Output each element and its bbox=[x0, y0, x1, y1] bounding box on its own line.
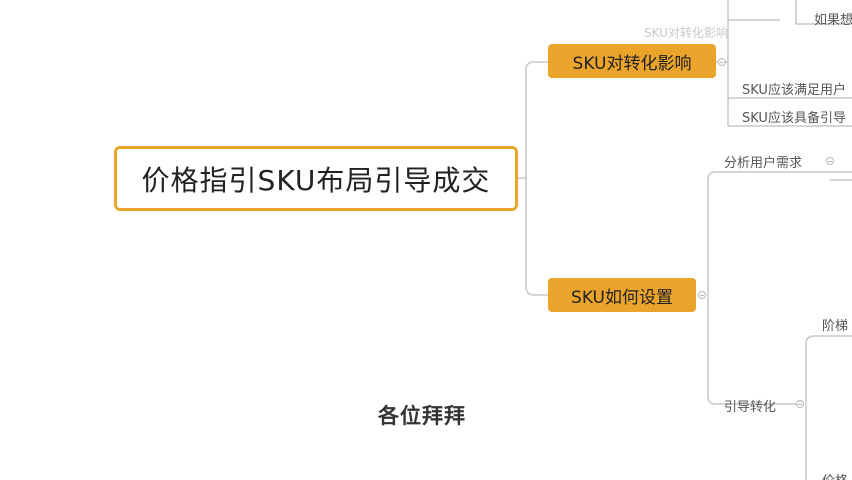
leaf-meet-users[interactable]: SKU应该满足用户 bbox=[742, 83, 846, 98]
root-topic-label: 价格指引SKU布局引导成交 bbox=[141, 163, 491, 197]
branch-sku-setup[interactable]: SKU如何设置 bbox=[548, 278, 696, 312]
connector-root-branch1 bbox=[518, 61, 548, 179]
sub-guide-conversion[interactable]: 引导转化 bbox=[724, 400, 777, 415]
connector-root-branch2 bbox=[525, 178, 548, 296]
sub-ladder[interactable]: 阶梯 bbox=[822, 319, 849, 334]
collapse-analyze-icon[interactable] bbox=[826, 157, 834, 165]
branch-conversion-impact[interactable]: SKU对转化影响 bbox=[548, 44, 716, 78]
root-topic[interactable]: 价格指引SKU布局引导成交 bbox=[114, 146, 518, 211]
branch-conversion-label: SKU对转化影响 bbox=[572, 53, 692, 74]
collapse-branch-setup-icon[interactable] bbox=[698, 291, 706, 299]
branch-setup-label: SKU如何设置 bbox=[571, 287, 673, 308]
collapse-branch-conversion-icon[interactable] bbox=[718, 58, 726, 66]
connector-guide-ladder bbox=[805, 335, 852, 404]
sub-analyze-needs[interactable]: 分析用户需求 bbox=[724, 156, 803, 171]
connector-branch2-guide bbox=[707, 295, 800, 405]
leaf-possess-guidance[interactable]: SKU应该具备引导 bbox=[742, 111, 846, 126]
video-subtitle: 各位拜拜 bbox=[378, 404, 466, 428]
sub-price[interactable]: 价格 bbox=[822, 470, 852, 480]
leaf-if-want[interactable]: 如果想 bbox=[814, 13, 852, 28]
faded-overlay-text: SKU对转化影响 SKU如何设置 bbox=[644, 26, 728, 40]
connector-leaf-top bbox=[728, 0, 852, 25]
connector-branch2-subs bbox=[707, 171, 852, 295]
collapse-guide-icon[interactable] bbox=[796, 400, 804, 408]
